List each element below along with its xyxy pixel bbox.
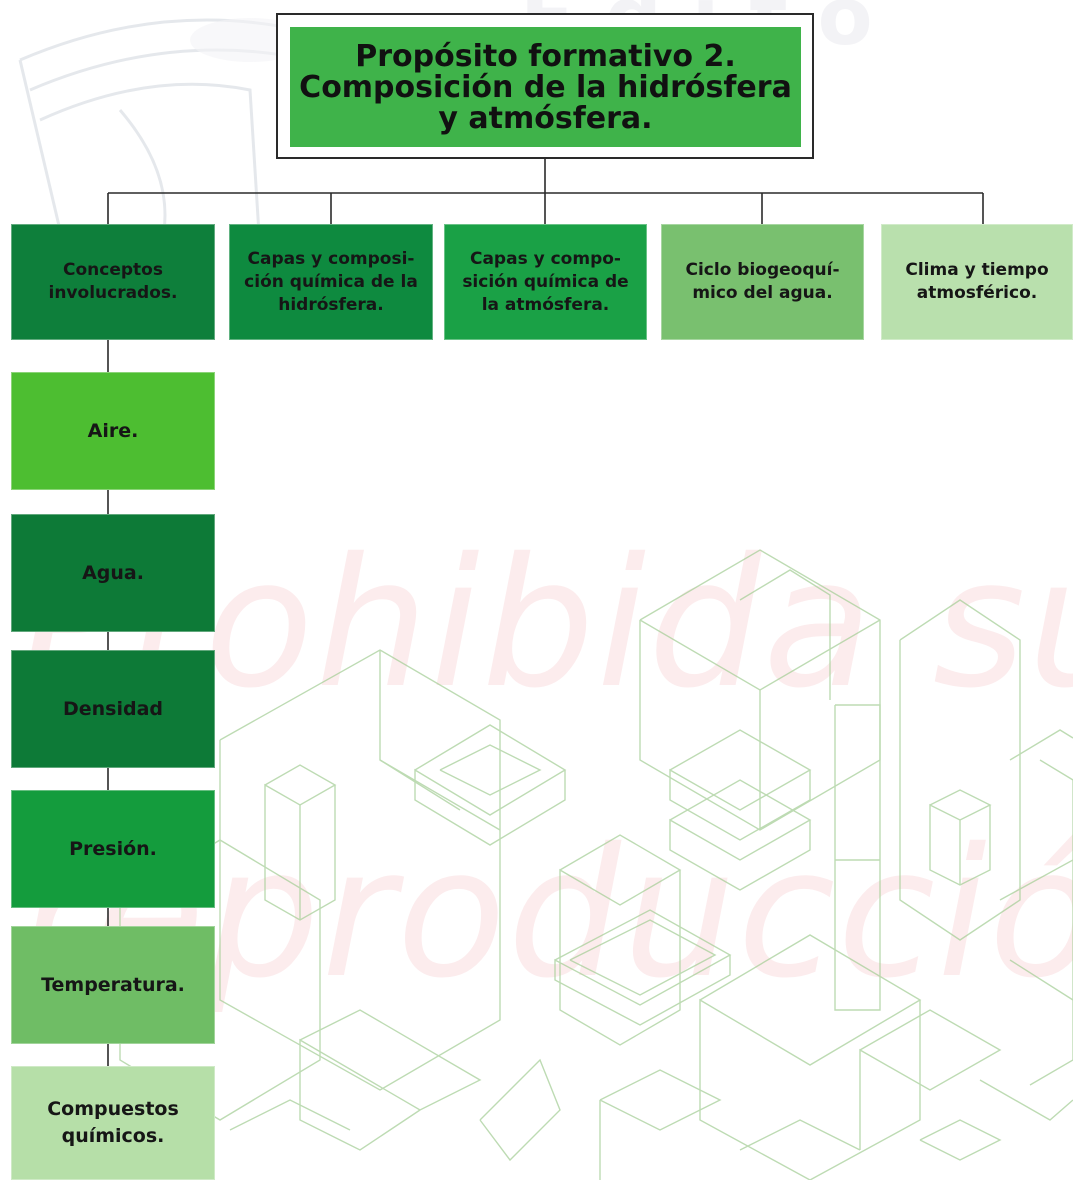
concept-label: Aire. xyxy=(87,419,139,442)
category-hidrosfera: Capas y composi- ción química de la hidr… xyxy=(229,224,433,340)
concept-agua: Agua. xyxy=(11,514,215,632)
concept-label: Agua. xyxy=(82,561,144,584)
concept-densidad: Densidad xyxy=(11,650,215,768)
title-box: Propósito formativo 2. Composición de la… xyxy=(290,27,801,147)
concept-presion: Presión. xyxy=(11,790,215,908)
concept-label: Densidad xyxy=(62,697,164,720)
diagram-title: Propósito formativo 2. Composición de la… xyxy=(299,38,792,136)
concept-aire: Aire. xyxy=(11,372,215,490)
category-label: Capas y compo- sición química de la atmó… xyxy=(462,248,629,315)
category-label: Ciclo biogeoquí- mico del agua. xyxy=(685,260,840,303)
category-atmosfera: Capas y compo- sición química de la atmó… xyxy=(444,224,647,340)
category-ciclo-agua: Ciclo biogeoquí- mico del agua. xyxy=(661,224,864,340)
category-clima: Clima y tiempo atmosférico. xyxy=(881,224,1073,340)
category-conceptos: Conceptos involucrados. xyxy=(11,224,215,340)
concept-label: Temperatura. xyxy=(41,973,185,996)
category-label: Capas y composi- ción química de la hidr… xyxy=(244,248,418,315)
category-label: Conceptos involucrados. xyxy=(48,260,178,303)
concept-compuestos: Compuestos químicos. xyxy=(11,1066,215,1180)
concept-label: Presión. xyxy=(69,837,157,860)
concept-label: Compuestos químicos. xyxy=(47,1098,179,1147)
concept-temperatura: Temperatura. xyxy=(11,926,215,1044)
category-label: Clima y tiempo atmosférico. xyxy=(905,260,1049,303)
